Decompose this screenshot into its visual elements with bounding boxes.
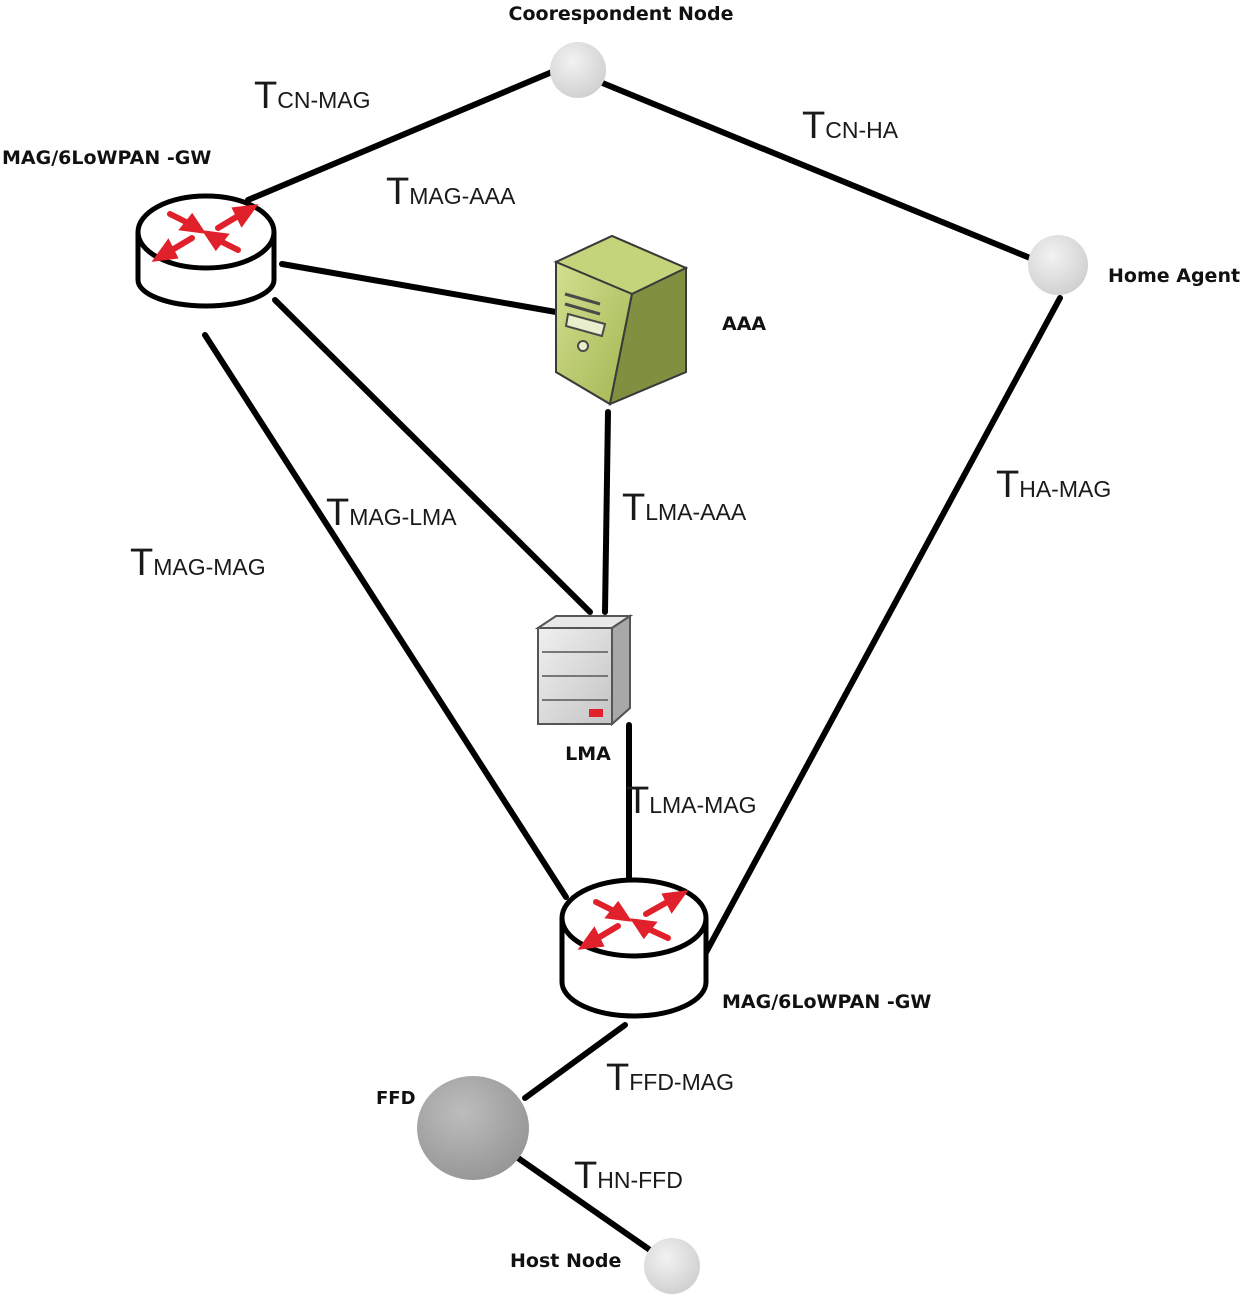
host-node[interactable]: Host Node [510, 1238, 700, 1294]
aaa-server[interactable]: AAA [553, 234, 766, 406]
label-cn-ha: TCN-HA [802, 105, 899, 147]
host-node-icon [644, 1238, 700, 1294]
mag-top[interactable]: MAG/6LoWPAN -GW [2, 147, 277, 309]
links [202, 69, 1063, 1253]
router-icon [559, 877, 709, 1019]
link-hn-ffd [515, 1155, 653, 1253]
ffd-node[interactable]: FFD [376, 1076, 529, 1180]
label-lma-aaa: TLMA-AAA [622, 487, 747, 529]
mag-top-label: MAG/6LoWPAN -GW [2, 147, 211, 169]
host-node-label: Host Node [510, 1250, 621, 1272]
router-icon [135, 193, 277, 309]
link-mag-lma [272, 297, 593, 615]
correspondent-node-label: Coorespondent Node [509, 3, 734, 25]
mag-bottom-label: MAG/6LoWPAN -GW [722, 991, 931, 1013]
correspondent-node[interactable]: Coorespondent Node [509, 3, 734, 98]
link-mag-mag [202, 332, 569, 900]
link-ffd-mag [522, 1022, 628, 1101]
label-ha-mag: THA-MAG [996, 464, 1111, 506]
aaa-label: AAA [722, 313, 766, 335]
label-cn-mag: TCN-MAG [254, 75, 371, 117]
home-agent-label: Home Agent [1108, 265, 1240, 287]
mag-bottom[interactable]: MAG/6LoWPAN -GW [559, 877, 931, 1019]
label-mag-mag: TMAG-MAG [130, 542, 266, 584]
label-ffd-mag: TFFD-MAG [606, 1057, 734, 1099]
server-icon [534, 614, 634, 727]
link-lma-aaa [602, 409, 611, 615]
label-mag-lma: TMAG-LMA [326, 492, 457, 534]
ffd-label: FFD [376, 1088, 416, 1109]
link-ha-mag [700, 295, 1063, 961]
home-agent-icon [1028, 235, 1088, 295]
link-mag-aaa [279, 261, 559, 315]
lma-label: LMA [565, 743, 611, 765]
link-cn-mag [245, 69, 555, 203]
label-lma-mag: TLMA-MAG [626, 780, 757, 822]
label-mag-aaa: TMAG-AAA [386, 171, 516, 213]
link-labels: TCN-MAG TCN-HA TMAG-AAA TMAG-LMA TMAG-MA… [130, 75, 1111, 1197]
home-agent[interactable]: Home Agent [1028, 235, 1240, 295]
link-cn-ha [597, 79, 1038, 263]
label-hn-ffd: THN-FFD [574, 1155, 683, 1197]
server-tower-icon [553, 234, 689, 406]
ffd-node-icon [417, 1076, 529, 1180]
lma-server[interactable]: LMA [534, 614, 634, 765]
correspondent-node-icon [550, 42, 606, 98]
